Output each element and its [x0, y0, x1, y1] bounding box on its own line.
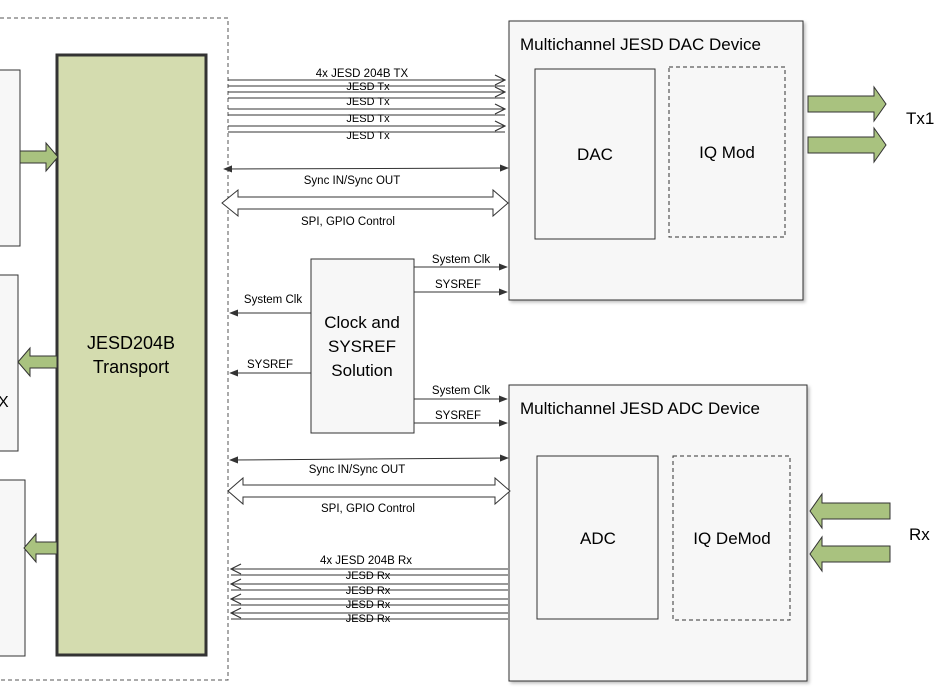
left-block-middle [0, 274, 19, 452]
rx-lane-label: JESD Rx [346, 570, 391, 582]
tx1-label: Tx1 [906, 109, 934, 128]
clock-label-line2: SYSREF [328, 337, 396, 356]
clock-to-fpga-sysref-label: SYSREF [247, 359, 293, 371]
rx-spi-label: SPI, GPIO Control [321, 503, 415, 515]
clock-to-fpga-sysclk-label: System Clk [244, 294, 302, 306]
clock-label-line3: Solution [331, 361, 392, 380]
dac-label: DAC [577, 145, 613, 164]
tx-lane-label: JESD Tx [346, 130, 390, 142]
iq-mod-label: IQ Mod [699, 143, 755, 162]
dac-device-title: Multichannel JESD DAC Device [520, 35, 761, 54]
block-arrow-into-transport [19, 141, 59, 173]
tx1-output-arrow-2 [807, 126, 887, 164]
iq-mod-block [668, 66, 786, 238]
adc-block [536, 455, 659, 620]
dac-block [534, 68, 656, 240]
jesd204b-transport-block [55, 53, 208, 657]
clock-to-dac-sysclk-label: System Clk [432, 254, 490, 266]
clock-to-adc-sysref-label: SYSREF [435, 410, 481, 422]
tx-lane-label: JESD Tx [346, 96, 390, 108]
clock-sysref-block [310, 258, 415, 434]
rx-lane-label: JESD Rx [346, 613, 391, 625]
adc-label: ADC [580, 529, 616, 548]
block-arrow-out-bottom [23, 532, 58, 564]
iq-demod-block [672, 455, 791, 621]
tx1-output-arrow-1 [807, 85, 887, 123]
iq-demod-label: IQ DeMod [693, 529, 770, 548]
tx-lane-group [228, 80, 505, 133]
rx-spi-arrow [227, 476, 511, 506]
adc-device-title: Multichannel JESD ADC Device [520, 399, 760, 418]
rx-input-arrow-2 [809, 535, 891, 573]
clock-to-adc-sysclk-label: System Clk [432, 385, 490, 397]
tx-links-header: 4x JESD 204B TX [316, 68, 409, 80]
rx-input-arrow-1 [809, 492, 891, 530]
tx-lane-label: JESD Tx [346, 81, 390, 93]
clock-to-dac-sysref-label: SYSREF [435, 279, 481, 291]
block-arrow-out-middle [17, 346, 58, 378]
transport-label-line2: Transport [93, 357, 169, 377]
fpga-boundary [0, 17, 229, 681]
tx-sync-line [223, 164, 509, 173]
rx-links-header: 4x JESD 204B Rx [320, 555, 412, 567]
clock-label-line1: Clock and [324, 313, 400, 332]
rx-label: Rx [909, 525, 930, 544]
rx-sync-label: Sync IN/Sync OUT [309, 464, 406, 476]
rx-lane-group [231, 569, 508, 620]
tx-lane-label: JESD Tx [346, 113, 390, 125]
tx-spi-label: SPI, GPIO Control [301, 216, 395, 228]
tx-sync-label: Sync IN/Sync OUT [304, 175, 401, 187]
left-clipped-label: X [0, 394, 9, 411]
rx-lane-label: JESD Rx [346, 585, 391, 597]
left-block-top [0, 69, 21, 247]
left-block-bottom [0, 479, 26, 657]
rx-lane-label: JESD Rx [346, 599, 391, 611]
rx-sync-line [229, 454, 509, 464]
tx-spi-arrow [221, 188, 509, 218]
transport-label-line1: JESD204B [87, 333, 175, 353]
